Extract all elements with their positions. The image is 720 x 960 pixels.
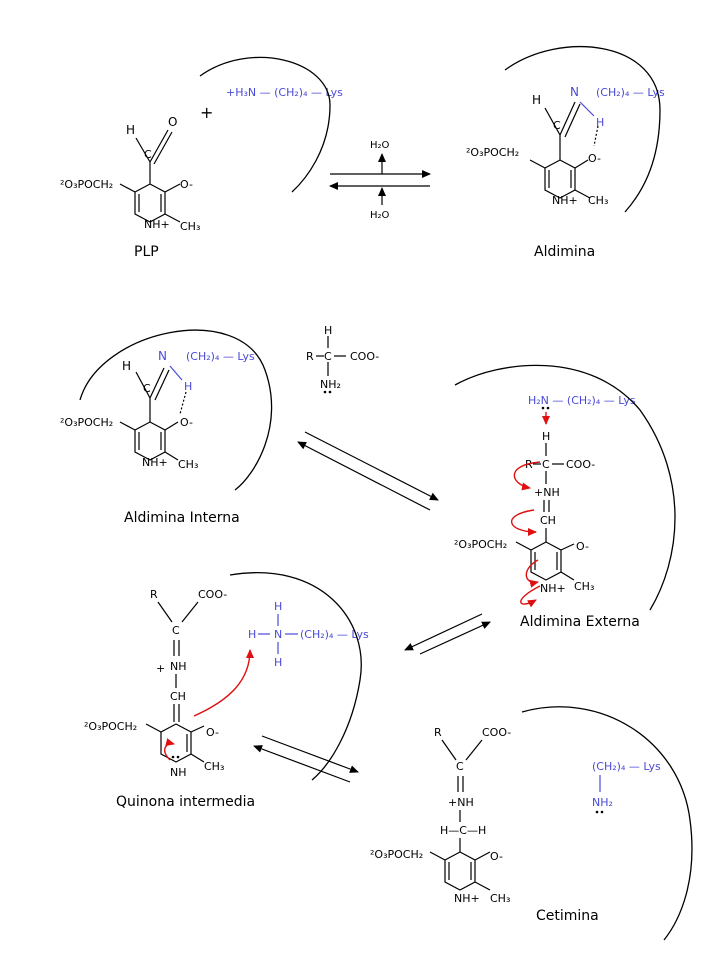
quinona-molecule: R COO- C + NH CH O- ²O₃POCH₂ NH CH₃ H H …	[84, 588, 369, 779]
ae-phosphate: ²O₃POCH₂	[454, 538, 507, 551]
label-aldimina-externa: Aldimina Externa	[520, 614, 640, 630]
cetimina-molecule: R COO- C +NH H—C—H O- ²O₃POCH₂ NH+ CH₃ (…	[370, 726, 661, 905]
ald-pyridinium: NH+	[552, 194, 578, 207]
plus-sign: +	[200, 103, 213, 122]
plp-aldehyde-h: H	[126, 123, 135, 137]
ald-nh: H	[596, 116, 604, 129]
q-c: C	[172, 624, 180, 637]
k-carboxylate: COO-	[482, 726, 511, 739]
lysine-protonated: +H₃N — (CH₂)₄ — Lys	[226, 86, 343, 99]
k-methyl: CH₃	[490, 892, 510, 905]
amino-acid-substrate: H R C COO- NH₂	[306, 324, 379, 394]
k-phosphate: ²O₃POCH₂	[370, 848, 423, 861]
plp-pyridinium: NH+	[144, 218, 170, 231]
q-phosphate: ²O₃POCH₂	[84, 720, 137, 733]
q-phenoxide: O-	[206, 726, 219, 739]
k-pyridinium: NH+	[454, 892, 480, 905]
plp-phenoxide: O-	[180, 178, 193, 191]
aldimina-interna-molecule: H C N H (CH₂)₄ — Lys O- ²O₃POCH₂ NH+ CH₃	[60, 349, 255, 471]
eq-arrow-back-3	[404, 613, 483, 651]
aldimina-molecule: H C N H (CH₂)₄ — Lys O- ²O₃POCH₂ NH+ CH₃	[466, 85, 665, 207]
enzyme-surface-3	[79, 329, 273, 491]
ae-alpha-h: H	[542, 430, 550, 443]
label-cetimina: Cetimina	[536, 908, 599, 924]
ai-phosphate: ²O₃POCH₂	[60, 416, 113, 429]
aa-h: H	[324, 324, 332, 337]
plp-carbon: C	[144, 148, 152, 161]
water-added: H₂O	[370, 210, 390, 221]
ai-nh: H	[184, 380, 192, 393]
ai-c: C	[143, 382, 151, 395]
aa-carboxylate: COO-	[350, 350, 379, 363]
ae-r: R	[525, 458, 533, 471]
k-methylene: H—C—H	[440, 824, 486, 837]
q-carboxylate: COO-	[198, 588, 227, 601]
aldimina-externa-molecule: H₂N — (CH₂)₄ — Lys H R C COO- +NH CH O- …	[454, 394, 636, 608]
enzyme-surface-1	[199, 56, 331, 193]
ald-phosphate: ²O₃POCH₂	[466, 146, 519, 159]
ai-n: N	[158, 349, 167, 363]
q-methyl: CH₃	[204, 760, 224, 773]
q-lys-h-top: H	[274, 600, 282, 613]
k-r: R	[434, 726, 442, 739]
ald-h: H	[532, 93, 541, 107]
ald-methyl: CH₃	[588, 194, 608, 207]
ae-phenoxide: O-	[576, 540, 589, 553]
eq-arrow-forward-3	[419, 621, 491, 655]
ai-phenoxide: O-	[180, 416, 193, 429]
ae-carboxylate: COO-	[566, 458, 595, 471]
q-lys-n: N	[274, 628, 282, 641]
ai-lys-chain: (CH₂)₄ — Lys	[186, 350, 255, 363]
aa-amine: NH₂	[320, 378, 341, 391]
ai-methyl: CH₃	[178, 458, 198, 471]
eq-arrow-forward-4	[261, 735, 359, 773]
enzyme-surface-4	[454, 364, 676, 611]
ald-lys-chain: (CH₂)₄ — Lys	[596, 86, 665, 99]
ae-alpha-c: C	[542, 458, 550, 471]
k-c: C	[456, 760, 464, 773]
k-phenoxide: O-	[490, 850, 503, 863]
eq-arrow-back-4	[253, 745, 351, 783]
q-lys-chain: (CH₂)₄ — Lys	[300, 628, 369, 641]
label-aldimina-interna: Aldimina Interna	[124, 510, 240, 526]
label-plp: PLP	[134, 244, 159, 260]
ald-c: C	[553, 119, 561, 132]
aa-r: R	[306, 350, 314, 363]
plp-phosphate: ²O₃POCH₂	[60, 178, 113, 191]
ae-free-lysine: H₂N — (CH₂)₄ — Lys	[528, 394, 636, 407]
aa-c: C	[324, 350, 332, 363]
label-aldimina: Aldimina	[534, 244, 595, 260]
q-plus: +	[156, 662, 165, 675]
q-ch: CH	[170, 690, 186, 703]
ae-ch: CH	[540, 514, 556, 527]
ae-pyridinium: NH+	[540, 582, 566, 595]
plp-aldehyde-o: O	[168, 115, 177, 129]
q-nh: NH	[170, 660, 187, 673]
ald-n: N	[570, 85, 579, 99]
ae-iminium: +NH	[534, 486, 560, 499]
plp-methyl: CH₃	[180, 220, 200, 233]
ai-pyridinium: NH+	[142, 456, 168, 469]
k-iminium: +NH	[448, 796, 474, 809]
k-lys-chain: (CH₂)₄ — Lys	[592, 760, 661, 773]
enzyme-surface-6	[521, 706, 693, 941]
enzyme-surface-5	[229, 572, 362, 781]
q-lys-h-left: H	[248, 628, 256, 641]
ae-methyl: CH₃	[574, 580, 594, 593]
ai-h: H	[122, 359, 131, 373]
q-r: R	[150, 588, 158, 601]
q-lys-h-bottom: H	[274, 656, 282, 669]
label-quinona: Quinona intermedia	[116, 794, 255, 810]
q-ring-nh: NH	[170, 766, 187, 779]
ald-phenoxide: O-	[588, 152, 601, 165]
plp-molecule: H O C O- ²O₃POCH₂ NH+ CH₃	[60, 115, 200, 233]
eq-arrow-back-2	[297, 441, 431, 511]
k-lys-nh2: NH₂	[592, 796, 613, 809]
eq-arrow-forward-2	[304, 431, 439, 501]
water-released: H₂O	[370, 140, 390, 151]
enzyme-surface-2	[504, 45, 661, 213]
